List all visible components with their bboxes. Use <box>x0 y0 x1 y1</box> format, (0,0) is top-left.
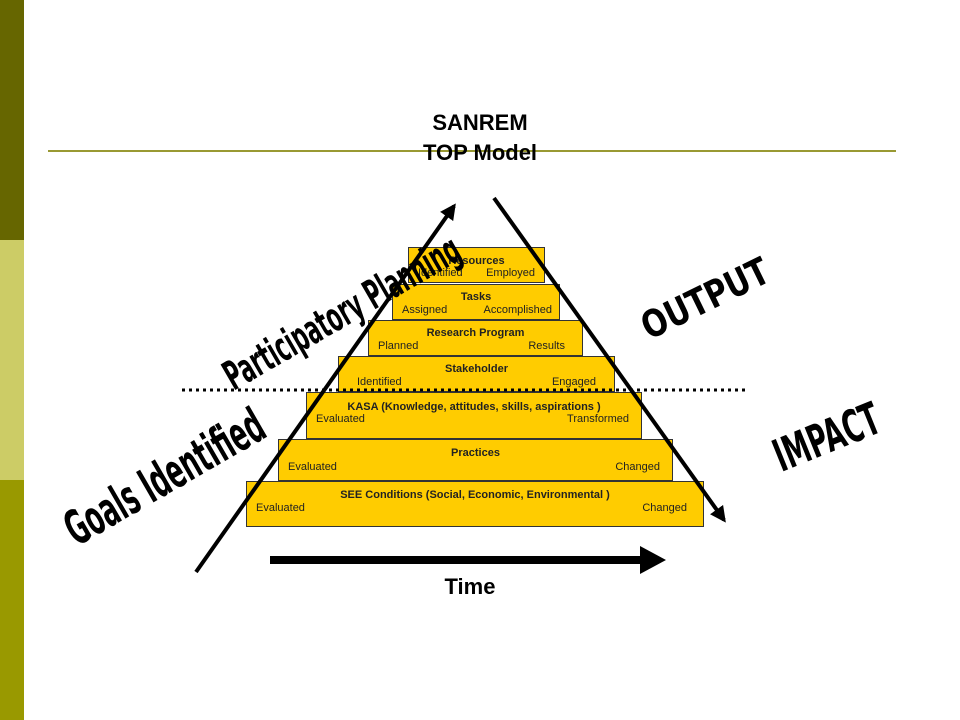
sidebar-decoration <box>0 0 24 720</box>
layer-right-label: Accomplished <box>483 304 552 316</box>
title-line-1: SANREM <box>432 110 528 135</box>
sidebar-segment-top <box>0 0 24 240</box>
layer-left-label: Planned <box>378 340 419 352</box>
layer-kasa: KASA (Knowledge, attitudes, skills, aspi… <box>306 392 642 439</box>
layer-left-label: Evaluated <box>256 502 305 514</box>
layer-name: Resources <box>448 255 505 267</box>
layer-left-label: Identified <box>418 267 463 279</box>
left-up-arrow <box>194 203 456 574</box>
layer-right-label: Results <box>528 340 565 352</box>
layer-right-label: Changed <box>642 502 687 514</box>
sidebar-segment-bottom <box>0 480 24 720</box>
layer-right-label: Engaged <box>551 376 596 388</box>
layer-name: Stakeholder <box>445 363 508 375</box>
layer-research-program: Research Program Planned Results <box>368 320 583 356</box>
layer-name: Practices <box>451 447 500 459</box>
layer-tasks: Tasks Assigned Accomplished <box>392 284 560 320</box>
layer-right-label: Changed <box>615 461 660 473</box>
time-arrow-head <box>640 546 666 574</box>
layer-left-label: Assigned <box>402 304 448 316</box>
layer-name: Research Program <box>426 327 525 339</box>
title-rule <box>48 150 896 152</box>
layer-name: KASA (Knowledge, attitudes, skills, aspi… <box>347 401 601 413</box>
time-label: Time <box>444 574 496 599</box>
layer-name: Tasks <box>460 291 492 303</box>
layer-resources: Resources Identified Employed <box>408 247 545 283</box>
right-down-arrow <box>492 196 726 523</box>
title-line-2: TOP Model <box>422 140 538 165</box>
layer-right-label: Transformed <box>567 413 629 425</box>
layer-practices: Practices Evaluated Changed <box>278 439 673 481</box>
layer-left-label: Evaluated <box>288 461 337 473</box>
layer-stakeholder: Stakeholder Identified Engaged <box>338 356 615 392</box>
layer-left-label: Identified <box>357 376 402 388</box>
sidebar-segment-middle <box>0 240 24 480</box>
layer-see-conditions: SEE Conditions (Social, Economic, Enviro… <box>246 481 704 527</box>
slide-title: SANREM TOP Model <box>330 108 630 168</box>
layer-right-label: Employed <box>486 267 535 279</box>
layer-left-label: Evaluated <box>316 413 365 425</box>
layer-name: SEE Conditions (Social, Economic, Enviro… <box>340 489 610 501</box>
